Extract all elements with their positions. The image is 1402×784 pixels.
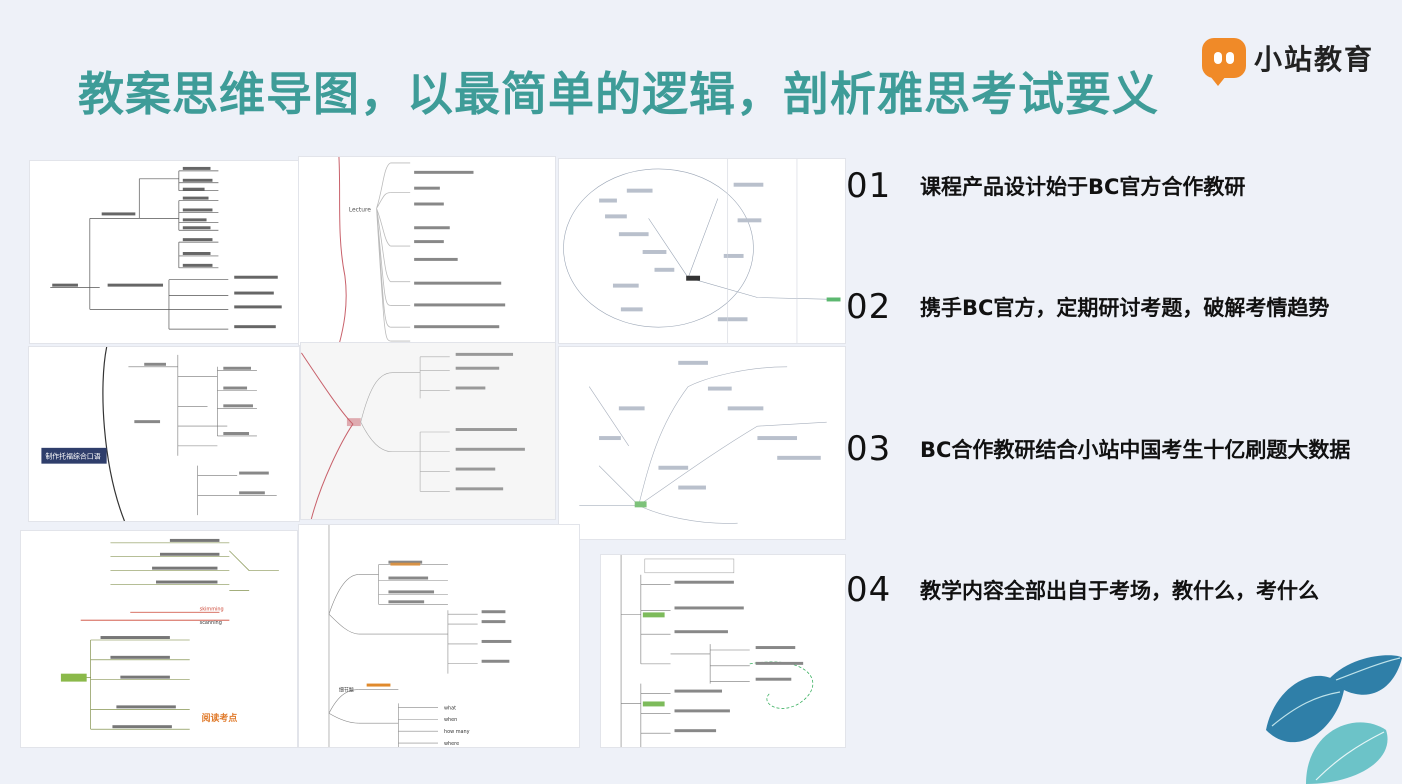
mindmap-thumb-6 — [558, 346, 846, 540]
mindmap-thumb-spoken: 制作托福综合口语 — [28, 346, 300, 522]
listening-node-where: where — [444, 741, 459, 747]
point-02: 02 携手BC官方，定期研讨考题，破解考情趋势 — [846, 287, 1329, 327]
mindmap-thumb-reading: 阅读考点 skimming scanning — [20, 530, 298, 748]
mindmap-graphic-6 — [579, 360, 827, 524]
point-01: 01 课程产品设计始于BC官方合作教研 — [846, 166, 1245, 206]
page-title: 教案思维导图，以最简单的逻辑，剖析雅思考试要义 — [78, 67, 1159, 121]
point-text: BC合作教研结合小站中国考生十亿刷题大数据 — [920, 438, 1351, 462]
point-number: 02 — [846, 287, 892, 327]
point-03: 03 BC合作教研结合小站中国考生十亿刷题大数据 — [846, 429, 1350, 469]
mindmap-thumb-listening: 细节题 what when how many where — [298, 524, 580, 748]
mindmap-tree-graphic — [50, 166, 282, 330]
mindmap-graphic-9 — [620, 555, 814, 747]
point-number: 03 — [846, 429, 892, 469]
listening-mindmap-graphic: 细节题 what when how many where — [328, 525, 512, 747]
listening-node-detail: 细节题 — [339, 687, 354, 694]
listening-node-what: what — [444, 705, 456, 711]
point-text: 携手BC官方，定期研讨考题，破解考情趋势 — [920, 296, 1330, 320]
dense-mindmap-graphic — [563, 159, 841, 343]
reading-root-label: 阅读考点 — [202, 712, 238, 724]
mindmap-thumb-5 — [300, 342, 556, 520]
point-number: 01 — [846, 166, 892, 206]
lecture-mindmap-graphic: Lecture — [338, 157, 506, 345]
listening-node-howmany: how many — [444, 729, 470, 735]
reading-sub-scanning: scanning — [200, 620, 222, 626]
mindmap-thumb-9 — [600, 554, 846, 748]
mindmap-graphic-5 — [301, 352, 525, 519]
brand-logo: 小站教育 — [1202, 36, 1375, 86]
svg-text:Lecture: Lecture — [349, 206, 371, 213]
mindmap-thumb-lecture: Lecture — [298, 156, 556, 346]
mindmap-thumb-3 — [558, 158, 846, 344]
mindmap-mosaic: Lecture — [20, 156, 846, 748]
point-text: 课程产品设计始于BC官方合作教研 — [920, 175, 1246, 199]
spoken-root-label: 制作托福综合口语 — [45, 452, 100, 461]
reading-mindmap-graphic: 阅读考点 skimming scanning — [60, 538, 279, 730]
spoken-mindmap-graphic: 制作托福综合口语 — [41, 347, 277, 521]
reading-sub-skimming: skimming — [200, 606, 224, 612]
mindmap-thumb-1 — [29, 160, 301, 344]
listening-node-when: when — [444, 717, 457, 723]
point-number: 04 — [846, 570, 892, 610]
logo-text: 小站教育 — [1254, 43, 1375, 76]
point-text: 教学内容全部出自于考场，教什么，考什么 — [920, 579, 1319, 603]
decorative-leaves-icon — [1266, 655, 1402, 784]
point-04: 04 教学内容全部出自于考场，教什么，考什么 — [846, 570, 1319, 610]
logo-icon — [1202, 38, 1246, 86]
